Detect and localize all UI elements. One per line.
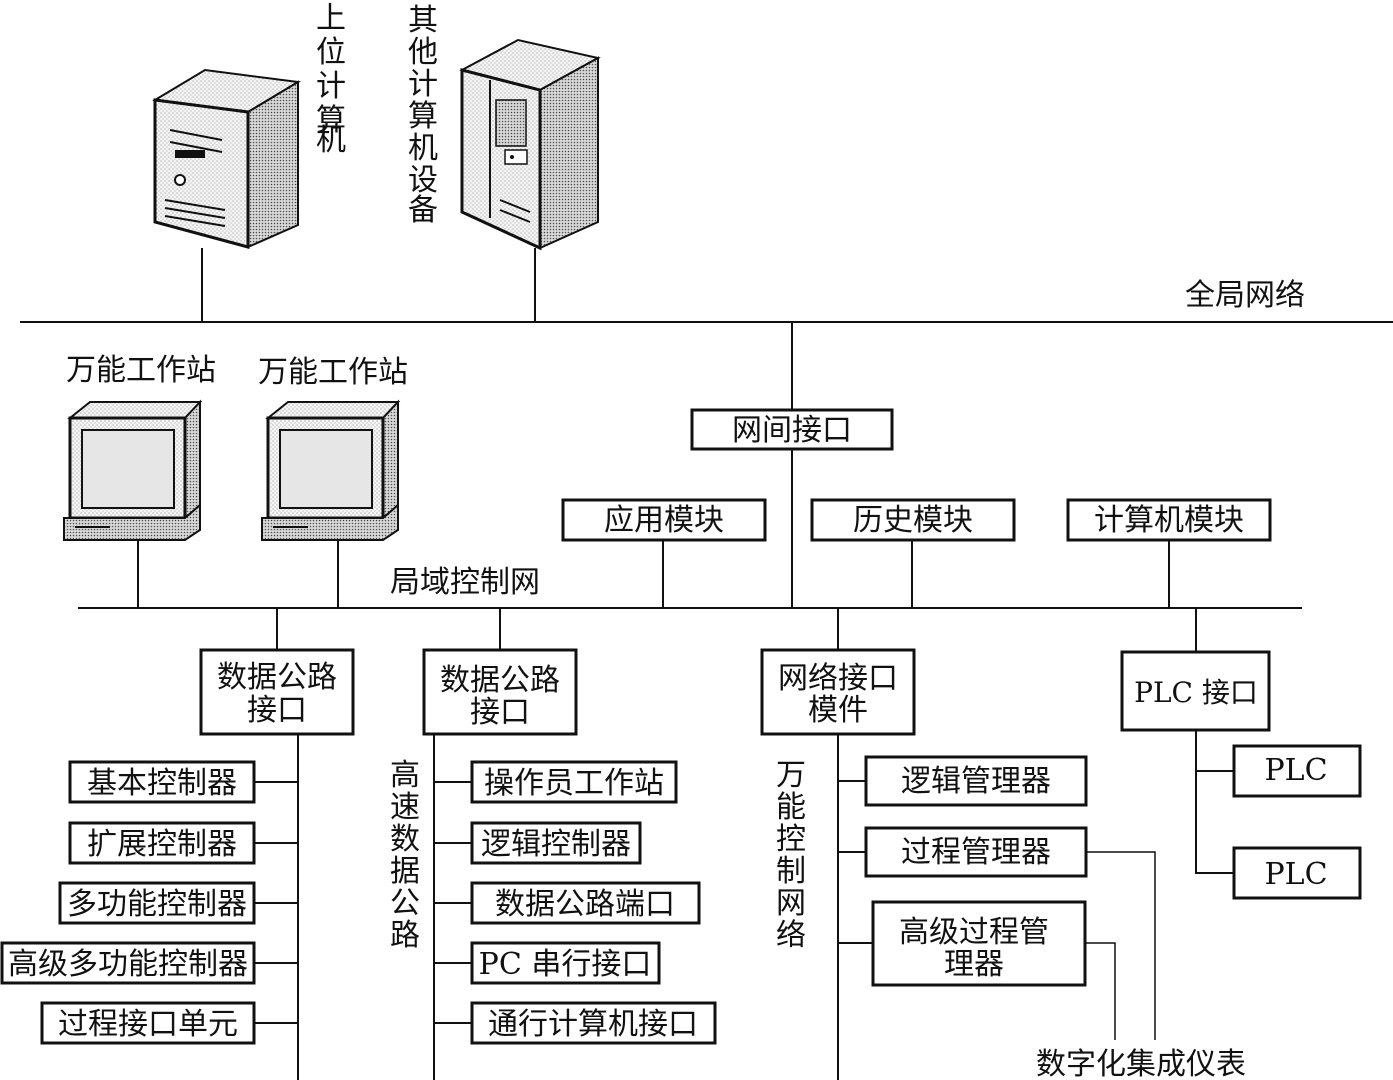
upper-computer-label: 上 位 计 算 机 <box>316 1 346 158</box>
svg-text:PLC: PLC <box>1264 857 1327 892</box>
plc-bus <box>1195 730 1234 874</box>
workstation-label-1: 万能工作站 <box>66 353 216 388</box>
svg-text:控: 控 <box>776 822 806 857</box>
svg-text:他: 他 <box>408 35 438 70</box>
svg-text:数据公路端口: 数据公路端口 <box>495 887 675 922</box>
svg-text:接口: 接口 <box>247 693 307 728</box>
svg-text:应用模块: 应用模块 <box>604 503 724 538</box>
advanced-pm-leader <box>1085 942 1116 1040</box>
svg-text:高: 高 <box>390 758 420 793</box>
svg-text:上: 上 <box>316 1 346 36</box>
process-manager-box: 过程管理器 <box>864 826 1088 878</box>
pc-serial-interface-box: PC 串行接口 <box>470 941 661 985</box>
svg-text:公: 公 <box>390 886 420 921</box>
svg-text:万: 万 <box>776 758 806 793</box>
svg-text:络: 络 <box>776 918 806 953</box>
advanced-multifunction-controller-box: 高级多功能控制器 <box>0 941 256 985</box>
svg-text:历史模块: 历史模块 <box>853 503 973 538</box>
process-interface-unit-box: 过程接口单元 <box>40 1001 256 1045</box>
svg-text:过程管理器: 过程管理器 <box>901 835 1051 870</box>
plc-box-1: PLC <box>1232 744 1362 798</box>
cabinet-icon <box>459 38 601 251</box>
svg-text:其: 其 <box>408 3 438 38</box>
svg-text:基本控制器: 基本控制器 <box>87 766 237 801</box>
gateway-box: 网间接口 <box>690 408 894 451</box>
svg-text:网间接口: 网间接口 <box>732 413 852 448</box>
svg-text:能: 能 <box>776 790 806 825</box>
svg-text:机: 机 <box>316 123 346 158</box>
network-interface-module: 网络接口 模件 <box>760 648 916 736</box>
digital-instruments-label: 数字化集成仪表 <box>1036 1047 1246 1080</box>
operator-workstation-box: 操作员工作站 <box>470 760 678 804</box>
svg-text:多功能控制器: 多功能控制器 <box>67 887 247 922</box>
svg-text:制: 制 <box>776 854 806 889</box>
svg-text:逻辑控制器: 逻辑控制器 <box>481 827 631 862</box>
svg-text:计: 计 <box>316 69 346 104</box>
svg-text:位: 位 <box>316 35 346 70</box>
svg-text:扩展控制器: 扩展控制器 <box>87 827 237 862</box>
application-module-box: 应用模块 <box>561 498 767 542</box>
computer-gateway-box: 通行计算机接口 <box>470 1001 717 1045</box>
svg-text:PC 串行接口: PC 串行接口 <box>479 947 652 982</box>
svg-text:速: 速 <box>390 790 420 825</box>
multifunction-controller-box: 多功能控制器 <box>58 881 256 925</box>
svg-text:操作员工作站: 操作员工作站 <box>484 766 664 801</box>
svg-text:据: 据 <box>390 854 420 889</box>
svg-text:计算机模块: 计算机模块 <box>1094 503 1244 538</box>
lan-label: 局域控制网 <box>390 565 540 600</box>
high-speed-data-highway-label: 高 速 数 据 公 路 <box>390 758 420 953</box>
svg-text:PLC 接口: PLC 接口 <box>1134 676 1258 709</box>
svg-text:通行计算机接口: 通行计算机接口 <box>488 1007 698 1042</box>
advanced-process-manager-box: 高级过程管 理器 <box>871 900 1087 987</box>
svg-text:网络接口: 网络接口 <box>778 661 898 696</box>
logic-controller-box: 逻辑控制器 <box>470 821 642 865</box>
svg-text:过程接口单元: 过程接口单元 <box>58 1007 238 1042</box>
svg-text:理器: 理器 <box>944 947 1004 982</box>
plc-box-2: PLC <box>1232 846 1362 900</box>
svg-text:数据公路: 数据公路 <box>440 663 560 698</box>
data-highway-port-box: 数据公路端口 <box>470 881 701 925</box>
svg-text:设: 设 <box>408 163 438 198</box>
basic-controller-box: 基本控制器 <box>68 760 256 804</box>
universal-control-network-label: 万 能 控 制 网 络 <box>776 758 806 953</box>
svg-text:网: 网 <box>776 886 806 921</box>
workstation-label-2: 万能工作站 <box>258 355 408 390</box>
svg-text:备: 备 <box>408 193 438 228</box>
svg-text:接口: 接口 <box>470 695 530 730</box>
svg-text:数: 数 <box>390 822 420 857</box>
svg-text:算: 算 <box>316 103 346 138</box>
process-manager-leader <box>1086 851 1156 1040</box>
svg-text:逻辑管理器: 逻辑管理器 <box>901 764 1051 799</box>
svg-text:高级过程管: 高级过程管 <box>899 915 1049 950</box>
workstation-icon <box>261 399 401 541</box>
svg-text:高级多功能控制器: 高级多功能控制器 <box>8 947 248 982</box>
logic-manager-box: 逻辑管理器 <box>864 755 1088 807</box>
data-highway-interface-2: 数据公路 接口 <box>422 648 578 736</box>
svg-text:PLC: PLC <box>1264 753 1327 788</box>
history-module-box: 历史模块 <box>810 498 1016 542</box>
workstation-icon <box>63 399 203 541</box>
computer-module-box: 计算机模块 <box>1066 498 1272 542</box>
svg-text:算: 算 <box>408 99 438 134</box>
svg-text:机: 机 <box>408 131 438 166</box>
svg-text:路: 路 <box>390 918 420 953</box>
svg-text:模件: 模件 <box>808 693 868 728</box>
svg-text:数据公路: 数据公路 <box>217 660 337 695</box>
global-network-label: 全局网络 <box>1185 278 1305 313</box>
plc-interface-box: PLC 接口 <box>1120 650 1271 732</box>
other-devices-label: 其 他 计 算 机 设 备 <box>408 3 438 228</box>
data-highway-interface-1: 数据公路 接口 <box>199 648 355 736</box>
extended-controller-box: 扩展控制器 <box>68 821 256 865</box>
server-tower-icon <box>152 68 301 249</box>
svg-text:计: 计 <box>408 67 438 102</box>
